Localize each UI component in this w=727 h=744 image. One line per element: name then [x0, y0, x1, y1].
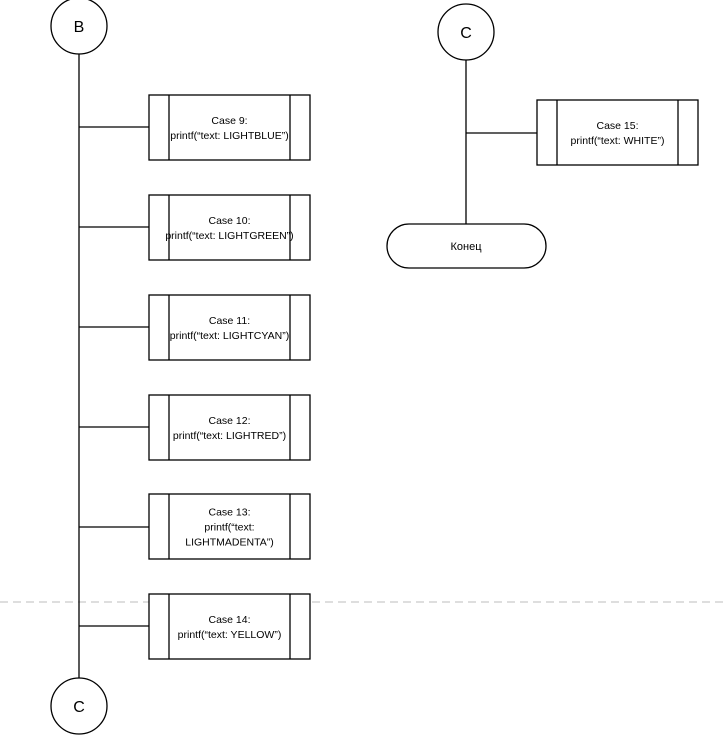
- case-box-text: Case 10:: [208, 215, 250, 227]
- case-box-text: Case 15:: [596, 120, 638, 132]
- case-box: Case 9: printf(“text: LIGHTBLUE”): [148, 94, 311, 161]
- connector-b: B: [50, 0, 108, 55]
- case-box-text: printf(“text: WHITE”): [571, 135, 665, 147]
- terminator-label: Конец: [450, 241, 482, 253]
- case-box-text: Case 14:: [208, 614, 250, 626]
- case-box: Case 10: printf(“text: LIGHTGREEN”): [148, 194, 311, 261]
- case-box-text: LIGHTMADENTA”): [185, 537, 273, 549]
- case-box-text: printf(“text: LIGHTBLUE”): [170, 130, 288, 142]
- connector-c-top: C: [437, 3, 495, 61]
- case-box-text: printf(“text: LIGHTCYAN”): [170, 330, 289, 342]
- connector-b-label: B: [74, 19, 85, 36]
- case-box: Case 14: printf(“text: YELLOW”): [148, 593, 311, 660]
- case-box-text: printf(“text: LIGHTRED”): [173, 430, 286, 442]
- case-box-text: printf(“text:: [204, 522, 254, 534]
- case-box-text: printf(“text: YELLOW”): [178, 629, 282, 641]
- connector-c-bottom: C: [50, 677, 108, 735]
- case-box-text: printf(“text: LIGHTGREEN”): [165, 230, 293, 242]
- case-box: Case 11: printf(“text: LIGHTCYAN”): [148, 294, 311, 361]
- connector-c-top-label: C: [460, 25, 472, 42]
- case-box-text: Case 11:: [209, 315, 250, 327]
- connector-c-bottom-label: C: [73, 699, 85, 716]
- case-box: Case 12: printf(“text: LIGHTRED”): [148, 394, 311, 461]
- case-box-text: Case 9:: [211, 115, 247, 127]
- case-box: Case 13: printf(“text: LIGHTMADENTA”): [148, 493, 311, 560]
- case-box-text: Case 13:: [208, 507, 250, 519]
- terminator-end: Конец: [386, 223, 547, 269]
- case-boxes: Case 9: printf(“text: LIGHTBLUE”) Case 10:…: [148, 94, 699, 660]
- case-box-text: Case 12:: [208, 415, 250, 427]
- case-box: Case 15: printf(“text: WHITE”): [536, 99, 699, 166]
